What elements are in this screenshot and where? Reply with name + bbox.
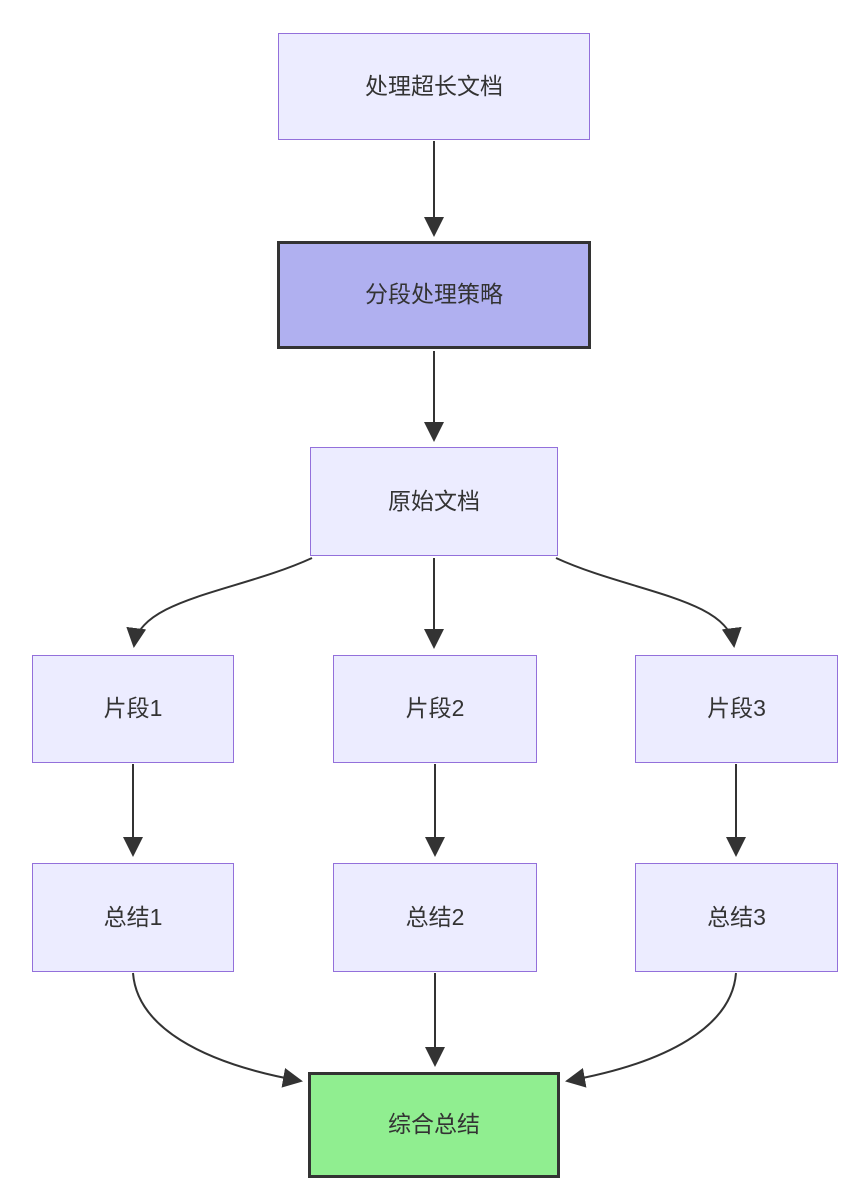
node-summary-3: 总结3 xyxy=(635,863,838,972)
node-label: 总结3 xyxy=(707,903,766,930)
node-label: 处理超长文档 xyxy=(365,72,503,99)
node-summary-2: 总结2 xyxy=(333,863,537,972)
node-label: 片段3 xyxy=(707,695,766,722)
node-label: 总结1 xyxy=(103,903,163,930)
node-final-summary: 综合总结 xyxy=(308,1072,560,1178)
node-label: 片段2 xyxy=(405,695,465,722)
node-label: 片段1 xyxy=(103,695,163,722)
node-original-document: 原始文档 xyxy=(310,447,558,556)
node-summary-1: 总结1 xyxy=(32,863,234,972)
node-label: 分段处理策略 xyxy=(365,281,503,308)
node-fragment-2: 片段2 xyxy=(333,655,537,763)
edge-summary1-to-final xyxy=(132,972,303,1088)
node-segmentation-strategy: 分段处理策略 xyxy=(277,241,591,349)
node-label: 总结2 xyxy=(405,903,465,930)
node-label: 综合总结 xyxy=(388,1111,480,1138)
edge-original-to-fragment1 xyxy=(126,557,313,648)
node-process-long-document: 处理超长文档 xyxy=(278,33,590,140)
node-fragment-3: 片段3 xyxy=(635,655,838,763)
edge-summary3-to-final xyxy=(565,972,737,1088)
node-label: 原始文档 xyxy=(388,487,480,514)
edge-original-to-fragment3 xyxy=(555,557,742,648)
node-fragment-1: 片段1 xyxy=(32,655,234,763)
